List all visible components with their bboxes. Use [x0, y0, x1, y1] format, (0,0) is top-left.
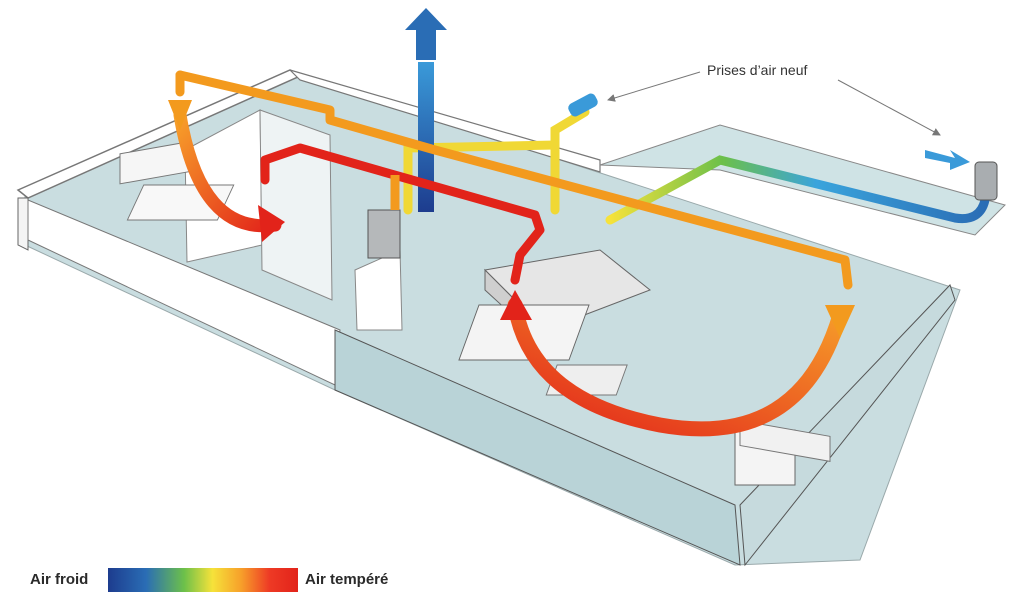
front-facade [334, 329, 741, 566]
callout-leader-left [607, 71, 701, 102]
living-arrowhead-icon [500, 290, 532, 320]
ventilation-unit [367, 209, 401, 259]
legend-color-bar [108, 568, 298, 592]
fresh-air-intake-top [568, 93, 598, 117]
living-airflow-arrow [507, 297, 848, 437]
tv-unit [739, 419, 831, 462]
right-facade [739, 284, 956, 567]
front-wall-left [17, 197, 29, 251]
front-wall-facade [27, 199, 341, 386]
living-down-arrowhead-icon [825, 305, 855, 338]
fresh-air-duct-right [605, 155, 990, 225]
exhaust-duct [418, 62, 434, 212]
fresh-air-inflow-arrow [925, 150, 970, 170]
bedroom-down-arrowhead-icon [168, 100, 192, 130]
bedroom-airflow-arrow [173, 108, 282, 233]
partition-bath [259, 109, 333, 301]
callout-leader-right [837, 79, 941, 136]
bedroom-arrowhead-icon [258, 205, 285, 242]
fresh-air-intake-right [974, 161, 998, 201]
exhaust-arrow-icon [405, 8, 447, 60]
tempered-duct [260, 143, 545, 285]
fresh-air-intakes-label: Prises d’air neuf [707, 62, 808, 78]
legend-warm-label: Air tempéré [305, 571, 389, 588]
legend-cold-label: Air froid [30, 571, 89, 588]
